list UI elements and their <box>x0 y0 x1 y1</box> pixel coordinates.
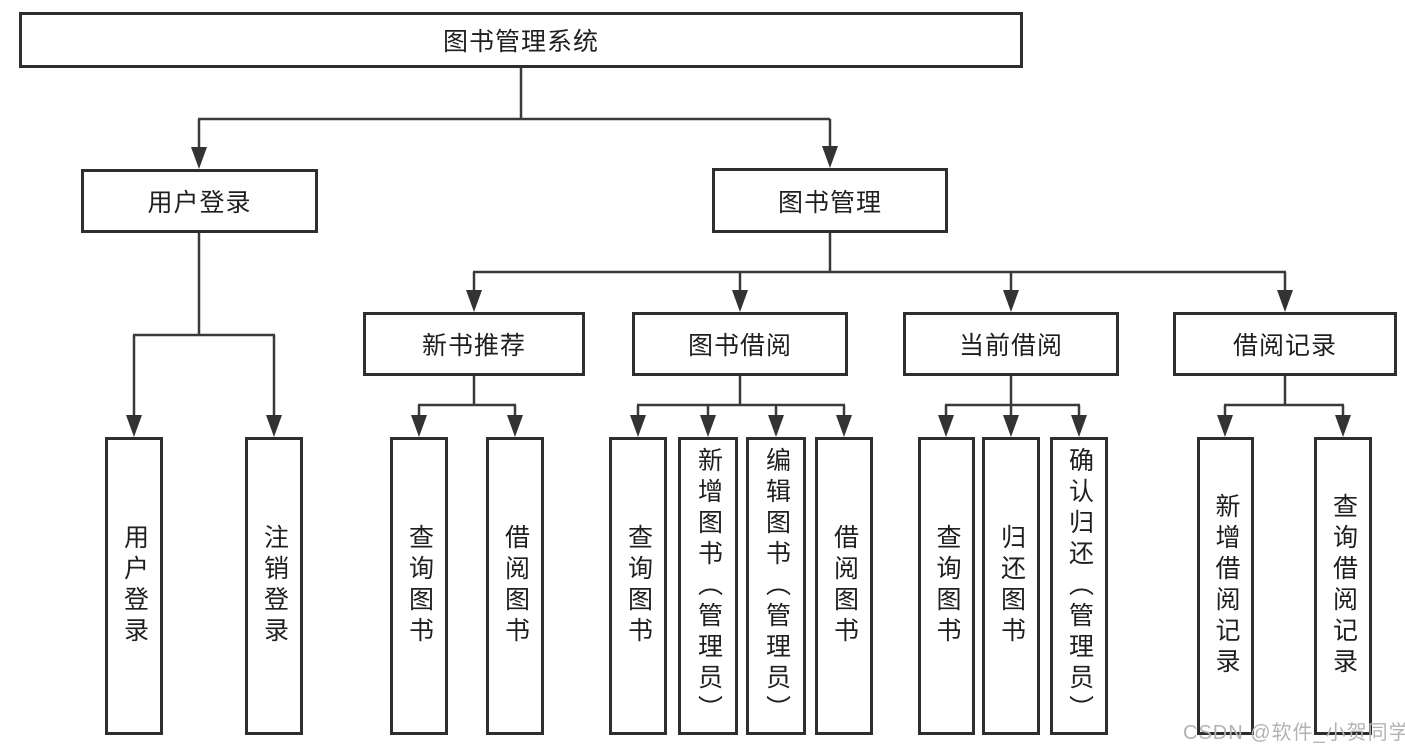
leaf-label: 借阅图书 <box>501 524 530 648</box>
leaf-label: 查询借阅记录 <box>1329 493 1358 679</box>
node-label: 用户登录 <box>147 189 252 217</box>
leaf-logout-login: 注销登录 <box>245 437 303 735</box>
leaf-borrow-books-recommend: 借阅图书 <box>486 437 544 735</box>
arrowheads <box>126 146 1351 437</box>
node-book-borrow: 图书借阅 <box>632 312 848 376</box>
leaf-label: 查询图书 <box>933 524 961 648</box>
leaf-label: 确认归还（管理员） <box>1065 446 1094 726</box>
node-current-borrow: 当前借阅 <box>903 312 1119 376</box>
leaf-user-login: 用户登录 <box>105 437 163 735</box>
csdn-watermark: CSDN @软件_小贺同学 <box>1183 722 1405 744</box>
leaf-confirm-return-admin: 确认归还（管理员） <box>1050 437 1108 735</box>
node-label: 当前借阅 <box>958 332 1063 360</box>
leaf-add-books-admin: 新增图书（管理员） <box>678 437 738 735</box>
node-new-book-recommend: 新书推荐 <box>363 312 585 376</box>
leaf-borrow-books: 借阅图书 <box>815 437 873 735</box>
leaf-label: 编辑图书（管理员） <box>762 446 791 726</box>
node-label: 图书管理 <box>777 188 882 217</box>
leaf-edit-books-admin: 编辑图书（管理员） <box>746 437 806 735</box>
leaf-query-borrow-record: 查询借阅记录 <box>1314 437 1372 735</box>
leaf-query-books-recommend: 查询图书 <box>390 437 448 735</box>
node-label: 图书借阅 <box>687 332 792 360</box>
leaf-label: 新增借阅记录 <box>1212 493 1240 679</box>
node-book-management: 图书管理 <box>712 168 948 233</box>
leaf-label: 借阅图书 <box>830 524 859 648</box>
leaf-label: 查询图书 <box>405 524 434 648</box>
node-library-management-system: 图书管理系统 <box>19 12 1023 68</box>
leaf-label: 查询图书 <box>624 524 653 648</box>
leaf-label: 用户登录 <box>120 524 149 648</box>
leaf-return-books: 归还图书 <box>982 437 1040 735</box>
leaf-query-books-borrow: 查询图书 <box>609 437 667 735</box>
leaf-label: 注销登录 <box>260 524 289 648</box>
node-user-login: 用户登录 <box>81 169 318 233</box>
leaf-label: 新增图书（管理员） <box>694 446 723 726</box>
leaf-add-borrow-record: 新增借阅记录 <box>1197 437 1254 735</box>
node-label: 图书管理系统 <box>442 28 599 56</box>
leaf-query-books-current: 查询图书 <box>918 437 975 735</box>
node-label: 借阅记录 <box>1232 332 1337 360</box>
node-borrow-records: 借阅记录 <box>1173 312 1397 376</box>
leaf-label: 归还图书 <box>997 524 1026 648</box>
node-label: 新书推荐 <box>421 332 526 360</box>
